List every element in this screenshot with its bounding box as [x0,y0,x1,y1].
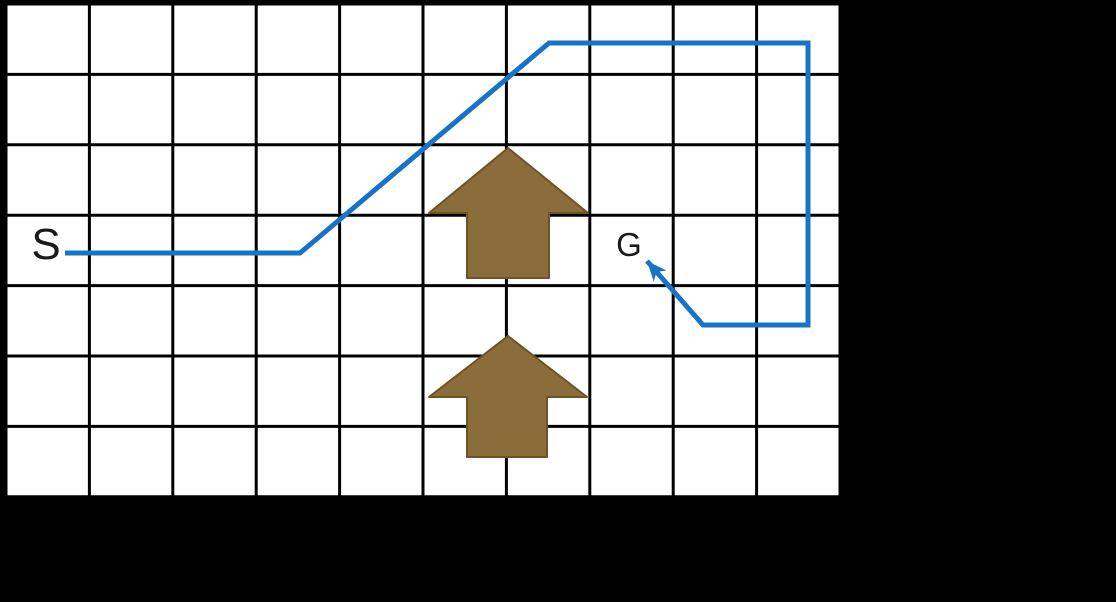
route-path [65,40,811,328]
goal-label: G [616,226,642,263]
obstacle-arrow-lower [428,335,588,458]
grid [4,2,842,499]
obstacle-arrow-upper [428,147,589,279]
start-label: S [31,220,60,269]
obstacle-arrows [428,147,589,458]
